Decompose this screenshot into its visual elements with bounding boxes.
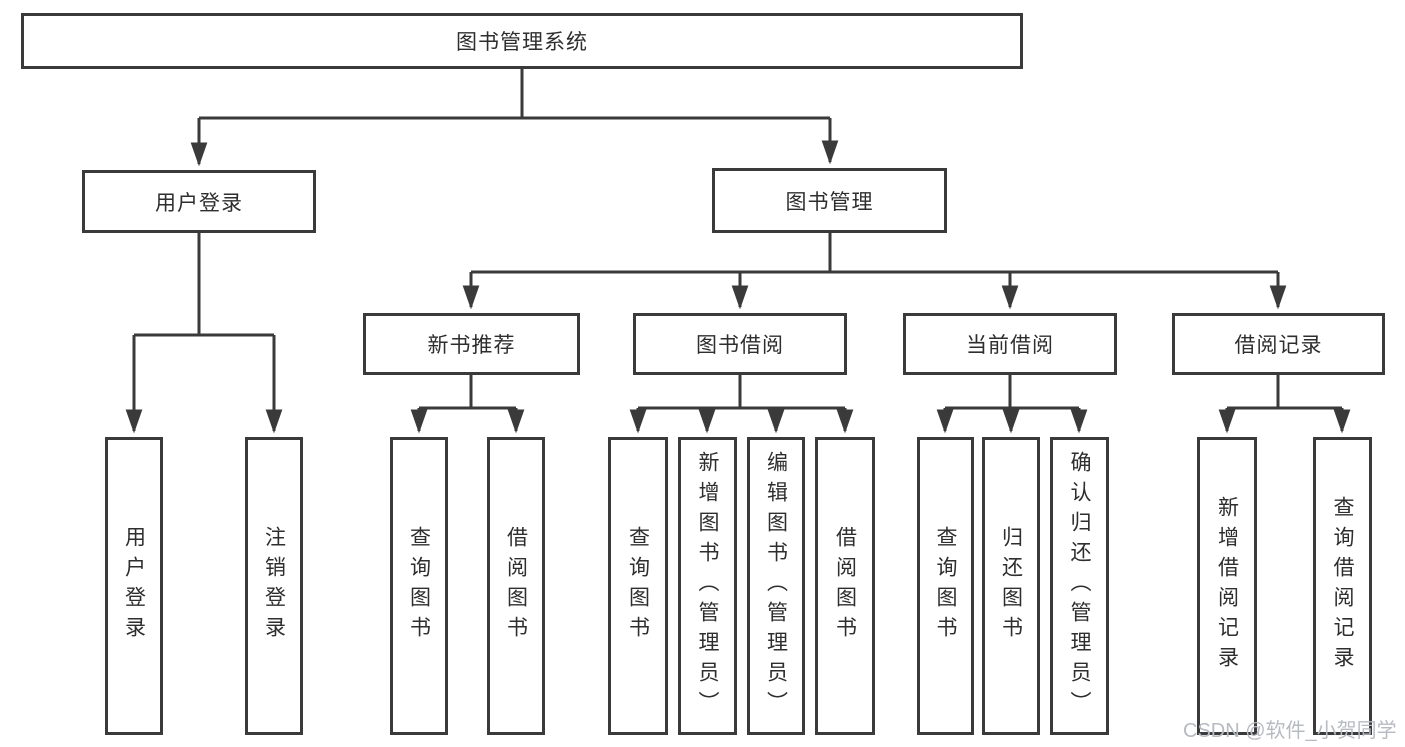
leaf-query-books-2: 查询图书 — [608, 437, 668, 735]
leaf-query-borrow-record: 查询借阅记录 — [1313, 437, 1372, 735]
csdn-watermark: CSDN @软件_小贺同学 — [1183, 720, 1397, 742]
node-root-system: 图书管理系统 — [21, 13, 1023, 69]
node-current-borrowing: 当前借阅 — [903, 313, 1117, 375]
node-borrowing-records: 借阅记录 — [1172, 313, 1385, 375]
node-book-management: 图书管理 — [712, 168, 947, 233]
leaf-confirm-return-admin: 确认归还（管理员） — [1050, 437, 1109, 735]
leaf-logout: 注销登录 — [245, 437, 303, 735]
leaf-add-books-admin: 新增图书（管理员） — [678, 437, 737, 735]
leaf-add-borrow-record: 新增借阅记录 — [1197, 437, 1257, 735]
leaf-edit-books-admin: 编辑图书（管理员） — [747, 437, 805, 735]
node-book-borrowing: 图书借阅 — [633, 313, 847, 375]
leaf-borrow-books-2: 借阅图书 — [815, 437, 875, 735]
leaf-return-books: 归还图书 — [982, 437, 1040, 735]
node-user-login: 用户登录 — [82, 170, 316, 233]
leaf-user-login: 用户登录 — [105, 437, 163, 735]
leaf-borrow-books-1: 借阅图书 — [487, 437, 545, 735]
leaf-query-books-3: 查询图书 — [917, 437, 974, 735]
leaf-query-books-1: 查询图书 — [390, 437, 448, 735]
node-new-book-recommend: 新书推荐 — [363, 313, 580, 375]
